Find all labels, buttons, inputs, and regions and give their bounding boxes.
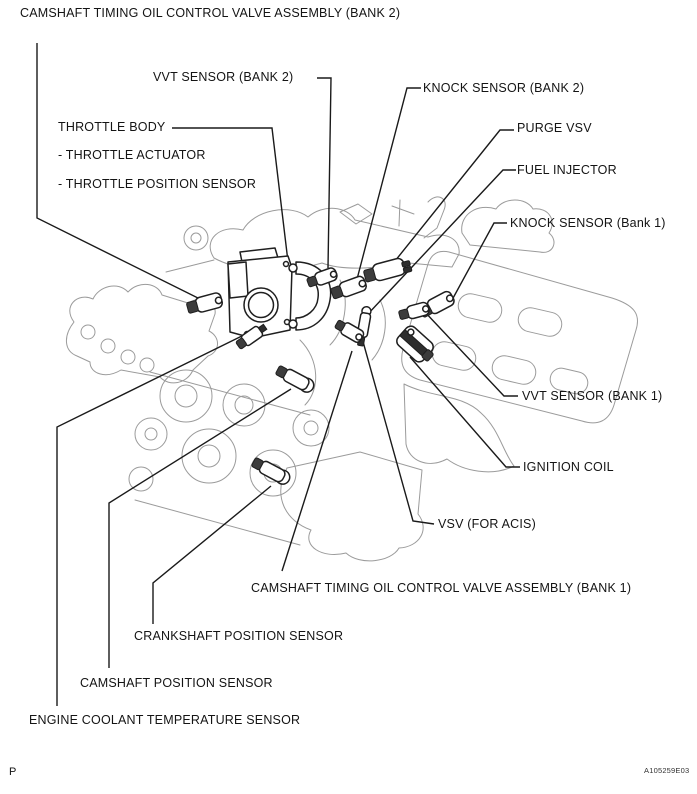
vvt-sensor-bank1-part <box>398 301 430 320</box>
knock-sensor-bank2-leader-line <box>355 87 421 284</box>
purge-vsv-leader-line <box>390 129 514 267</box>
engine-parts <box>186 247 455 485</box>
camshaft-timing-ocv-bank1-leader-line <box>281 350 353 572</box>
figure-code: A105259E03 <box>644 766 690 775</box>
vsv-for-acis-part <box>334 319 365 343</box>
label-throttle-actuator: - THROTTLE ACTUATOR <box>58 148 206 162</box>
label-camshaft-position-sensor: CAMSHAFT POSITION SENSOR <box>80 676 273 690</box>
purge-vsv-part <box>363 257 413 283</box>
engine-coolant-temperature-sensor-leader-line <box>56 331 251 706</box>
crankshaft-position-sensor-leader-line <box>152 485 272 624</box>
engine-sketch <box>66 196 638 562</box>
label-throttle-body: THROTTLE BODY <box>58 120 166 134</box>
crankshaft-position-sensor-part <box>251 457 291 485</box>
knock-sensor-bank2-part <box>330 275 367 300</box>
label-vsv-for-acis: VSV (FOR ACIS) <box>438 517 536 531</box>
throttle-body-part <box>227 247 293 339</box>
camshaft-position-sensor-part <box>275 365 315 393</box>
camshaft-timing-ocv-bank2-leader-line <box>36 43 207 303</box>
label-purge-vsv: PURGE VSV <box>517 121 592 135</box>
label-fuel-injector: FUEL INJECTOR <box>517 163 617 177</box>
label-camshaft-timing-ocv-bank1: CAMSHAFT TIMING OIL CONTROL VALVE ASSEMB… <box>251 581 632 595</box>
label-crankshaft-position-sensor: CRANKSHAFT POSITION SENSOR <box>134 629 344 643</box>
label-camshaft-timing-ocv-bank2: CAMSHAFT TIMING OIL CONTROL VALVE ASSEMB… <box>20 6 401 20</box>
vvt-sensor-bank1-leader-line <box>422 309 518 397</box>
label-vvt-sensor-bank2: VVT SENSOR (BANK 2) <box>153 70 294 84</box>
camshaft-timing-ocv-bank2-part <box>186 292 223 314</box>
camshaft-position-sensor-leader-line <box>108 388 292 668</box>
label-engine-coolant-temperature-sensor: ENGINE COOLANT TEMPERATURE SENSOR <box>29 713 301 727</box>
label-knock-sensor-bank2: KNOCK SENSOR (BANK 2) <box>423 81 585 95</box>
ignition-coil-leader-line <box>409 356 520 468</box>
ignition-coil-part <box>396 325 434 363</box>
leader-lines <box>36 43 520 706</box>
label-throttle-position-sensor: - THROTTLE POSITION SENSOR <box>58 177 257 191</box>
label-vvt-sensor-bank1: VVT SENSOR (BANK 1) <box>522 389 663 403</box>
knock-sensor-bank1-leader-line <box>451 222 507 301</box>
vvt-sensor-bank2-part <box>306 267 338 288</box>
page-marker: P <box>9 766 17 778</box>
vsv-for-acis-leader-line <box>361 337 435 525</box>
label-ignition-coil: IGNITION COIL <box>523 460 614 474</box>
fuel-injector-leader-line <box>366 169 516 316</box>
vvt-sensor-bank2-leader-line <box>317 77 332 269</box>
label-knock-sensor-bank1: KNOCK SENSOR (Bank 1) <box>510 216 666 230</box>
throttle-body-leader-line <box>172 127 290 271</box>
engine-coolant-temperature-sensor-part <box>235 323 268 350</box>
